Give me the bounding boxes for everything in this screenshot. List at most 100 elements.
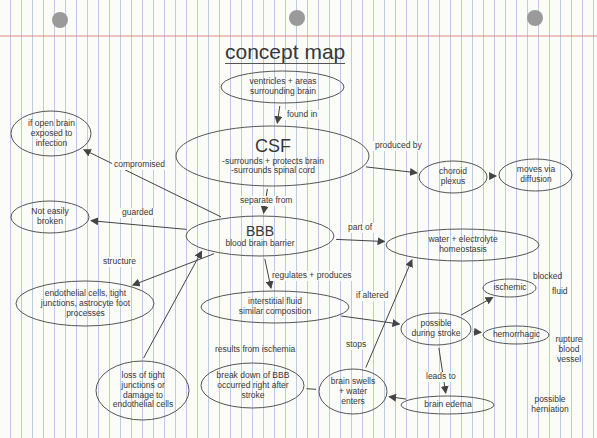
concept-oval: brain swells + water enters — [318, 368, 388, 415]
concept-oval: if open brain exposed to infection — [10, 110, 92, 157]
concept-oval: break down of BBB occurred right after s… — [200, 362, 305, 409]
connector-arrow — [336, 239, 384, 241]
node-label: hemorrhagic — [492, 330, 541, 340]
concept-oval: loss of tight junctions or damage to end… — [95, 360, 190, 421]
oval-text: moves via diffusion — [509, 165, 563, 185]
connector-arrow — [307, 388, 317, 390]
note-text: possible herniation — [522, 395, 578, 415]
oval-outline — [401, 313, 471, 345]
oval-text: brain edema — [414, 400, 482, 410]
punch-hole — [52, 12, 68, 28]
node-label: BBB — [206, 223, 314, 239]
punch-hole — [527, 10, 543, 26]
node-label: possible during stroke — [410, 319, 462, 339]
link-label: guarded — [120, 208, 155, 218]
concept-oval: Not easily broken — [10, 200, 90, 234]
note-text: fluid — [550, 287, 570, 297]
oval-text: loss of tight junctions or damage to end… — [109, 371, 177, 410]
node-label: brain swells + water enters — [328, 377, 378, 406]
oval-outline — [176, 126, 369, 186]
node-label: water + electrolyte homeostasis — [407, 235, 519, 255]
connector-arrow — [133, 254, 214, 285]
connector-arrow — [474, 331, 482, 333]
oval-text: ischemic — [490, 283, 530, 293]
node-label: ischemic — [490, 283, 530, 293]
oval-text: Not easily broken — [21, 207, 79, 227]
link-label: regulates + produces — [270, 271, 354, 281]
node-note: -surrounds + protects brain — [203, 157, 343, 167]
oval-text: endothelial cells, tight junctions, astr… — [35, 289, 136, 318]
connector-arrow — [439, 348, 446, 393]
connector-arrow — [490, 176, 496, 177]
connector-arrow — [277, 106, 280, 123]
connector-arrow — [366, 260, 412, 368]
oval-text: break down of BBB occurred right after s… — [215, 371, 291, 400]
oval-text: brain swells + water enters — [328, 377, 378, 406]
note-text: rupture blood vessel — [545, 335, 593, 364]
node-label: ventricles + areas surrounding brain — [238, 77, 328, 97]
oval-text: hemorrhagic — [492, 330, 541, 340]
concept-oval: endothelial cells, tight junctions, astr… — [15, 280, 155, 327]
oval-outline — [221, 71, 344, 103]
concept-oval: choroid plexus — [418, 160, 488, 194]
node-note: similar composition — [221, 307, 329, 317]
oval-text: ventricles + areas surrounding brain — [238, 77, 328, 97]
margin-line — [0, 35, 597, 36]
oval-outline — [11, 201, 89, 233]
concept-oval: brain edema — [400, 395, 495, 415]
oval-text: if open brain exposed to infection — [22, 119, 81, 148]
oval-text: water + electrolyte homeostasis — [407, 235, 519, 255]
node-label: Not easily broken — [21, 207, 79, 227]
connector-arrow — [366, 167, 417, 173]
link-label: structure — [101, 257, 138, 267]
link-label: if altered — [354, 291, 391, 301]
connector-arrow — [84, 150, 221, 217]
connector-arrow — [144, 251, 202, 358]
node-label: choroid plexus — [428, 167, 478, 187]
oval-outline — [499, 159, 572, 191]
node-note: blood brain barrier — [206, 239, 314, 249]
note-text: blocked — [531, 272, 564, 282]
connector-arrow — [461, 297, 493, 315]
concept-oval: water + electrolyte homeostasis — [385, 228, 540, 262]
oval-outline — [16, 281, 154, 326]
concept-oval: ischemic — [482, 278, 537, 298]
node-label: moves via diffusion — [509, 165, 563, 185]
connector-arrow — [389, 397, 406, 399]
node-label: CSF — [203, 136, 343, 157]
concept-oval: CSF-surrounds + protects brain-surrounds… — [175, 125, 370, 187]
link-label: part of — [346, 223, 374, 233]
oval-outline — [483, 279, 536, 297]
concept-oval: possible during stroke — [400, 312, 472, 346]
oval-outline — [483, 326, 549, 344]
oval-text: possible during stroke — [410, 319, 462, 339]
oval-text: choroid plexus — [428, 167, 478, 187]
oval-outline — [11, 111, 91, 156]
oval-outline — [186, 216, 334, 256]
link-label: found in — [285, 110, 319, 120]
oval-outline — [319, 369, 387, 414]
node-label: brain edema — [414, 400, 482, 410]
concept-oval: moves via diffusion — [498, 158, 573, 192]
oval-outline — [386, 229, 539, 261]
note-text: results from ischemia — [213, 345, 297, 355]
oval-text: CSF-surrounds + protects brain-surrounds… — [203, 136, 343, 176]
connector-arrow — [341, 316, 399, 324]
concept-oval: BBBblood brain barrier — [185, 215, 335, 257]
oval-outline — [419, 161, 487, 193]
concept-oval: hemorrhagic — [482, 325, 550, 345]
oval-text: interstitial fluidsimilar composition — [221, 297, 329, 317]
map-title: concept map — [225, 40, 345, 64]
punch-hole — [289, 10, 305, 26]
node-label: break down of BBB occurred right after s… — [215, 371, 291, 400]
concept-oval: ventricles + areas surrounding brain — [220, 70, 345, 104]
link-label: separate from — [238, 196, 294, 206]
node-label: interstitial fluid — [221, 297, 329, 307]
link-label: leads to — [424, 372, 458, 382]
concept-oval: interstitial fluidsimilar composition — [200, 290, 350, 324]
node-note: -surrounds spinal cord — [203, 166, 343, 176]
node-label: if open brain exposed to infection — [22, 119, 81, 148]
oval-outline — [96, 361, 189, 420]
link-label: produced by — [373, 141, 424, 151]
